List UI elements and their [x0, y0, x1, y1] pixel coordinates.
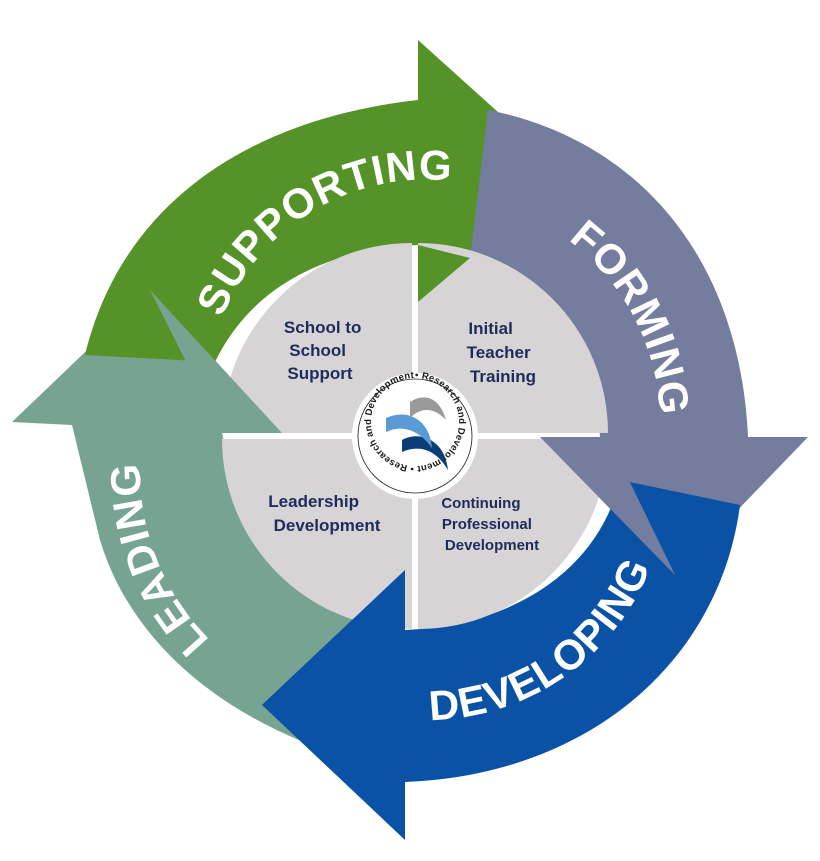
developing-arrow [262, 480, 740, 840]
quadrant-bottom-right-label: Continuing Professional Development [441, 495, 539, 554]
supporting-arrow-tip [418, 245, 470, 302]
forming-arrow [470, 110, 808, 575]
center-badge: • Research and Development • Research an… [352, 370, 478, 499]
quadrant-bottom-left [222, 439, 412, 629]
quadrant-top-right [418, 243, 608, 433]
quadrant-bottom-right [418, 439, 608, 629]
leading-arrow [12, 290, 370, 760]
quadrant-top-right-label: Initial Teacher Training [467, 319, 536, 386]
developing-arrow-tip [262, 570, 405, 705]
leading-arrow-tip [150, 290, 282, 433]
quadrant-circle [222, 243, 608, 629]
quadrant-top-left [222, 243, 412, 433]
forming-arrow-tip [540, 437, 675, 575]
quadrant-top-left-label: School to School Support [284, 318, 366, 383]
logo-icon [386, 397, 448, 470]
quadrant-bottom-left-label: Leadership Development [268, 492, 380, 535]
supporting-arrow [85, 40, 560, 362]
